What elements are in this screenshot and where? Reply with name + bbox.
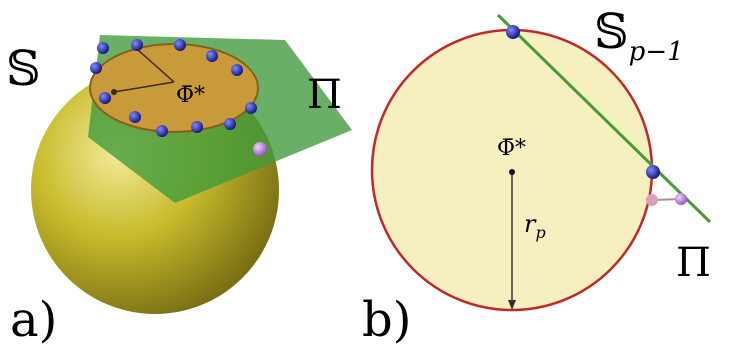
center-label-b: Φ̄* <box>497 136 526 161</box>
center-point <box>509 169 515 175</box>
circle-label-main: 𝕊 <box>594 4 629 60</box>
rim-point <box>224 118 236 130</box>
rim-point <box>90 62 102 74</box>
rim-point <box>191 121 203 133</box>
radius-label-main: r <box>524 210 537 238</box>
top-intersection-point <box>506 25 520 39</box>
rim-point <box>99 92 111 104</box>
rim-point <box>231 64 243 76</box>
panel-tag-a: a) <box>10 292 57 348</box>
radius-label-sub: p <box>535 223 545 242</box>
disk-radius-line <box>113 81 175 93</box>
panel-b: 𝕊p−1 Φ̄* rp Π b) <box>362 4 712 348</box>
plane-label-b: Π <box>676 240 711 286</box>
intersection-disk <box>89 43 259 133</box>
sphere-label: 𝕊 <box>6 41 41 97</box>
rim-point <box>156 125 168 137</box>
rim-point <box>206 50 218 62</box>
center-label: Φ̄* <box>176 83 205 108</box>
lower-intersection-point <box>646 165 660 179</box>
plane-label: Π <box>307 72 342 118</box>
rim-point <box>97 42 109 54</box>
radius-label: rp <box>524 210 546 242</box>
rim-point <box>129 111 141 123</box>
rim-point <box>174 39 186 51</box>
pink-point <box>646 194 658 206</box>
off-plane-point <box>253 142 267 156</box>
rim-point <box>131 39 143 51</box>
disk-center-point <box>111 89 117 95</box>
circle-label: 𝕊p−1 <box>594 4 684 67</box>
plane-line <box>496 13 712 224</box>
projected-point <box>675 193 687 205</box>
rim-points <box>90 39 257 137</box>
circle-label-sub: p−1 <box>629 37 684 67</box>
disk-radius-line-2 <box>137 49 175 83</box>
rim-point <box>245 102 257 114</box>
panel-a: 𝕊 Π Φ̄* a) <box>6 35 352 348</box>
panel-tag-b: b) <box>362 292 411 348</box>
radius-arrowhead <box>508 300 516 310</box>
